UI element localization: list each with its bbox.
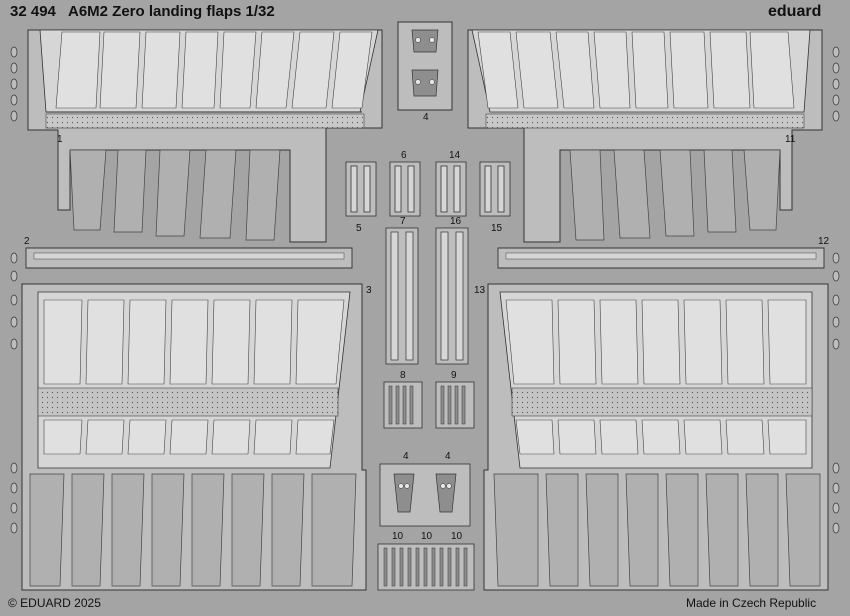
- brand-logo: eduard: [768, 3, 822, 20]
- part-number-6: 6: [401, 150, 407, 161]
- part-number-4-top: 4: [423, 112, 429, 123]
- sheet-title: A6M2 Zero landing flaps 1/32: [68, 3, 275, 20]
- right-edge-tabs: [832, 46, 840, 534]
- part-12-right-strip: [497, 247, 825, 269]
- part-3-lower-left-flap: [21, 283, 367, 591]
- comb-parts-8-9: [383, 381, 475, 429]
- part-number-2: 2: [24, 236, 30, 247]
- part-4-top-hinges: [397, 21, 453, 111]
- left-edge-tabs: [10, 46, 18, 534]
- part-number-15: 15: [491, 223, 503, 234]
- part-13-lower-right-flap: [483, 283, 829, 591]
- part-number-3: 3: [366, 285, 372, 296]
- part-number-8: 8: [400, 370, 406, 381]
- part-1-upper-left-flap: [27, 29, 383, 243]
- copyright-text: © EDUARD 2025: [8, 596, 101, 610]
- part-number-5: 5: [356, 223, 362, 234]
- part-number-13: 13: [474, 285, 486, 296]
- part-number-10-a: 10: [392, 531, 404, 542]
- part-number-14: 14: [449, 150, 461, 161]
- part-number-16: 16: [450, 216, 462, 227]
- part-10-pins: [377, 543, 475, 591]
- part-number-4-right: 4: [445, 451, 451, 462]
- part-number-1: 1: [57, 134, 63, 145]
- part-number-11: 11: [785, 134, 796, 145]
- part-number-7: 7: [400, 216, 406, 227]
- part-number-4-left: 4: [403, 451, 409, 462]
- part-number-10-c: 10: [451, 531, 463, 542]
- long-strip-parts-7-16: [385, 227, 469, 365]
- part-number-12: 12: [818, 236, 830, 247]
- sheet-code: 32 494: [10, 3, 56, 20]
- origin-text: Made in Czech Republic: [686, 596, 817, 610]
- part-11-upper-right-flap: [467, 29, 823, 243]
- part-2-left-strip: [25, 247, 353, 269]
- part-number-10-b: 10: [421, 531, 433, 542]
- part-number-9: 9: [451, 370, 457, 381]
- part-4-lower-hinges: [379, 463, 471, 527]
